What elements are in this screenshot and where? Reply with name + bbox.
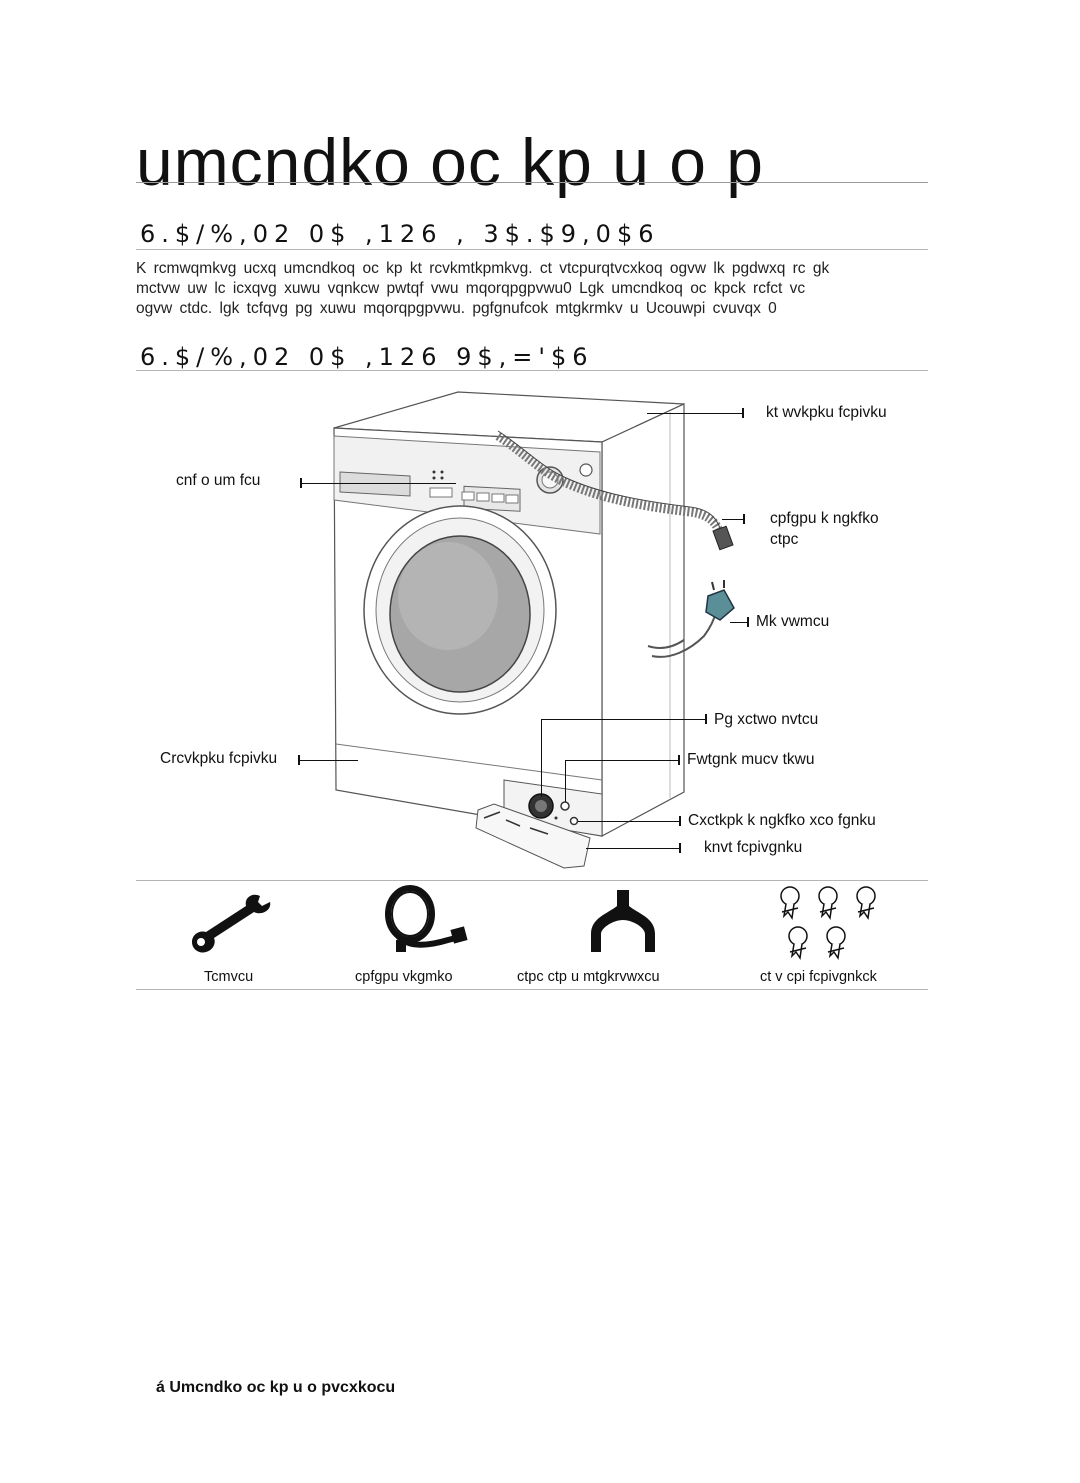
bolt-cap-icon [780,886,876,961]
leader-line [565,760,566,802]
leader-line [541,719,706,720]
callout-service-panel: knvt fcpivgnku [704,839,803,856]
leader-tick [742,408,744,418]
washing-machine-illustration [333,391,735,869]
accessory-label-hose-guide: ctpc ctp u mtgkrvwxcu [517,969,660,985]
section-heading-machine-parts: 6.$/%,02 0$ ,126 9$,='$6 [140,343,594,371]
leader-line [722,519,744,520]
accessories-top-rule [136,880,928,881]
leader-tick [679,843,681,853]
leader-tick [747,617,749,627]
intro-paragraph: K rcmwqmkvg ucxq umcndkoq oc kp kt rcvkm… [136,259,1056,319]
leader-tick [298,755,300,765]
leader-line [300,483,456,484]
paragraph-line: mctvw uw lc icxqvg xuwu vqnkcw pwtqf vwu… [136,280,806,297]
leader-tick [743,514,745,524]
leader-tick [705,714,707,724]
callout-top-cover: kt wvkpku fcpivku [766,404,887,421]
accessories-bottom-rule [136,989,928,990]
paragraph-line: ogvw ctdc. lgk tcfqvg pg xuwu mqorqpgpvw… [136,300,777,317]
page-footer: á Umcndko oc kp u o pvcxkocu [156,1379,396,1396]
hose-guide-icon [591,890,655,952]
section-divider [136,370,928,371]
hose-coil-icon [385,885,468,952]
leader-line [647,413,743,414]
paragraph-line: K rcmwqmkvg ucxq umcndkoq oc kp kt rcvkm… [136,260,830,277]
callout-debris-filter: Fwtgnk mucv tkwu [687,751,815,768]
callout-water-hose-line2: ctpc [770,531,799,548]
callout-plug: Mk vwmcu [756,613,830,630]
leader-line [578,821,680,822]
callout-emergency-drain: Cxctkpk k ngkfko xco fgnku [688,812,876,829]
page-title: umcndko oc kp u o p [136,126,765,198]
leader-line [541,719,542,797]
callout-water-hose: cpfgpu k ngkfko [770,510,879,527]
leader-line [586,848,680,849]
leader-line [730,622,748,623]
callout-control-panel: cnf o um fcu [176,472,261,489]
accessory-label-spanner: Tcmvcu [204,969,254,985]
accessory-label-hose: cpfgpu vkgmko [355,969,453,985]
section-heading-checking-parts: 6.$/%,02 0$ ,126 , 3$.$9,0$6 [140,220,660,248]
leader-tick [679,816,681,826]
callout-adjustable-feet: Crcvkpku fcpivku [160,750,278,767]
leader-tick [678,755,680,765]
leader-tick [300,478,302,488]
section-divider [136,249,928,250]
spanner-icon [192,894,271,953]
leader-line [298,760,358,761]
callout-drain-cap: Pg xctwo nvtcu [714,711,819,728]
leader-line [565,760,679,761]
title-divider [136,182,928,183]
accessory-label-bolt-caps: ct v cpi fcpivgnkck [760,969,877,985]
